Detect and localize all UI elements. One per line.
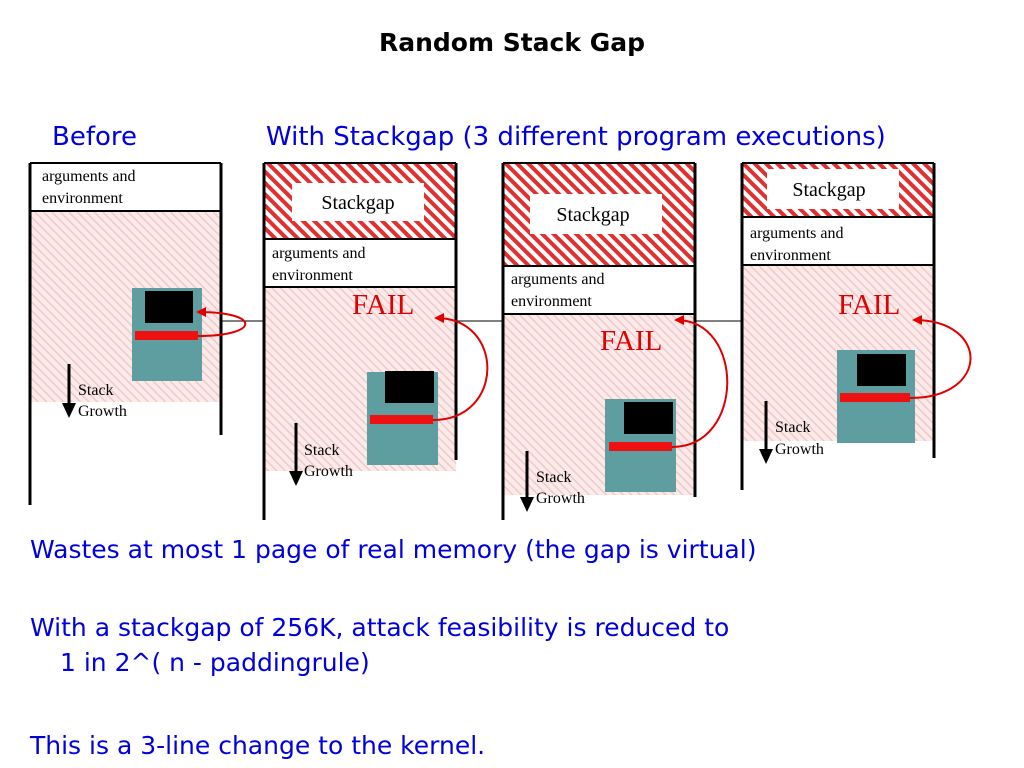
stackgap-label: Stackgap xyxy=(321,192,394,214)
buffer-block xyxy=(857,354,906,386)
stack-execution-1: Stackgap arguments and environment FAIL … xyxy=(262,162,489,520)
fail-label: FAIL xyxy=(838,289,900,321)
args-label-line2: environment xyxy=(511,293,592,310)
arrow-down-icon xyxy=(520,497,534,512)
return-address-bar xyxy=(840,393,910,402)
stack-growth-line2: Growth xyxy=(78,403,127,420)
return-address-bar xyxy=(135,331,198,340)
return-arrow xyxy=(671,315,729,448)
fail-label: FAIL xyxy=(600,325,662,357)
bullet-memory: Wastes at most 1 page of real memory (th… xyxy=(30,535,757,564)
stackgap-label: Stackgap xyxy=(556,204,629,226)
args-label-line2: environment xyxy=(272,267,353,284)
stackgap-label-box xyxy=(530,194,662,234)
return-arrow xyxy=(196,307,247,337)
bullet-feasibility-line2: 1 in 2^( n - paddingrule) xyxy=(60,648,370,677)
bullet-kernel-change: This is a 3-line change to the kernel. xyxy=(30,731,486,760)
stack-growth-line2: Growth xyxy=(775,441,824,458)
buffer-block xyxy=(145,291,193,323)
stack-growth-line1: Stack xyxy=(536,469,572,486)
fail-label: FAIL xyxy=(352,289,414,321)
stack-before: arguments and environment Stack Growth xyxy=(28,162,247,505)
return-address-bar xyxy=(609,442,672,451)
arrow-down-icon xyxy=(62,403,76,418)
args-label-line2: environment xyxy=(750,247,831,264)
args-label-line1: arguments and xyxy=(511,271,604,288)
return-address-bar xyxy=(370,415,433,424)
arrow-down-icon xyxy=(759,449,773,464)
arrow-down-icon xyxy=(289,471,303,486)
return-arrow xyxy=(909,315,972,399)
stack-growth-line2: Growth xyxy=(536,490,585,507)
stack-growth-line1: Stack xyxy=(78,382,114,399)
stack-growth-line1: Stack xyxy=(775,419,811,436)
return-arrow xyxy=(432,313,489,421)
stack-execution-2: Stackgap arguments and environment FAIL … xyxy=(501,162,729,520)
stackgap-label: Stackgap xyxy=(792,179,865,201)
heading-with-stackgap: With Stackgap (3 different program execu… xyxy=(266,122,886,152)
args-label-line2: environment xyxy=(42,190,123,207)
stack-execution-3: Stackgap arguments and environment FAIL … xyxy=(740,162,972,490)
stack-growth-line1: Stack xyxy=(304,442,340,459)
heading-before: Before xyxy=(52,122,138,152)
buffer-block xyxy=(385,371,434,403)
args-label-line1: arguments and xyxy=(750,225,843,242)
page-title: Random Stack Gap xyxy=(378,28,645,57)
bullet-feasibility-line1: With a stackgap of 256K, attack feasibil… xyxy=(30,613,730,642)
buffer-block xyxy=(624,402,673,434)
stack-growth-line2: Growth xyxy=(304,463,353,480)
stackgap-label-box xyxy=(767,169,899,209)
stackgap-label-box xyxy=(292,183,424,221)
args-label-line1: arguments and xyxy=(272,245,365,262)
args-label-line1: arguments and xyxy=(42,168,135,185)
